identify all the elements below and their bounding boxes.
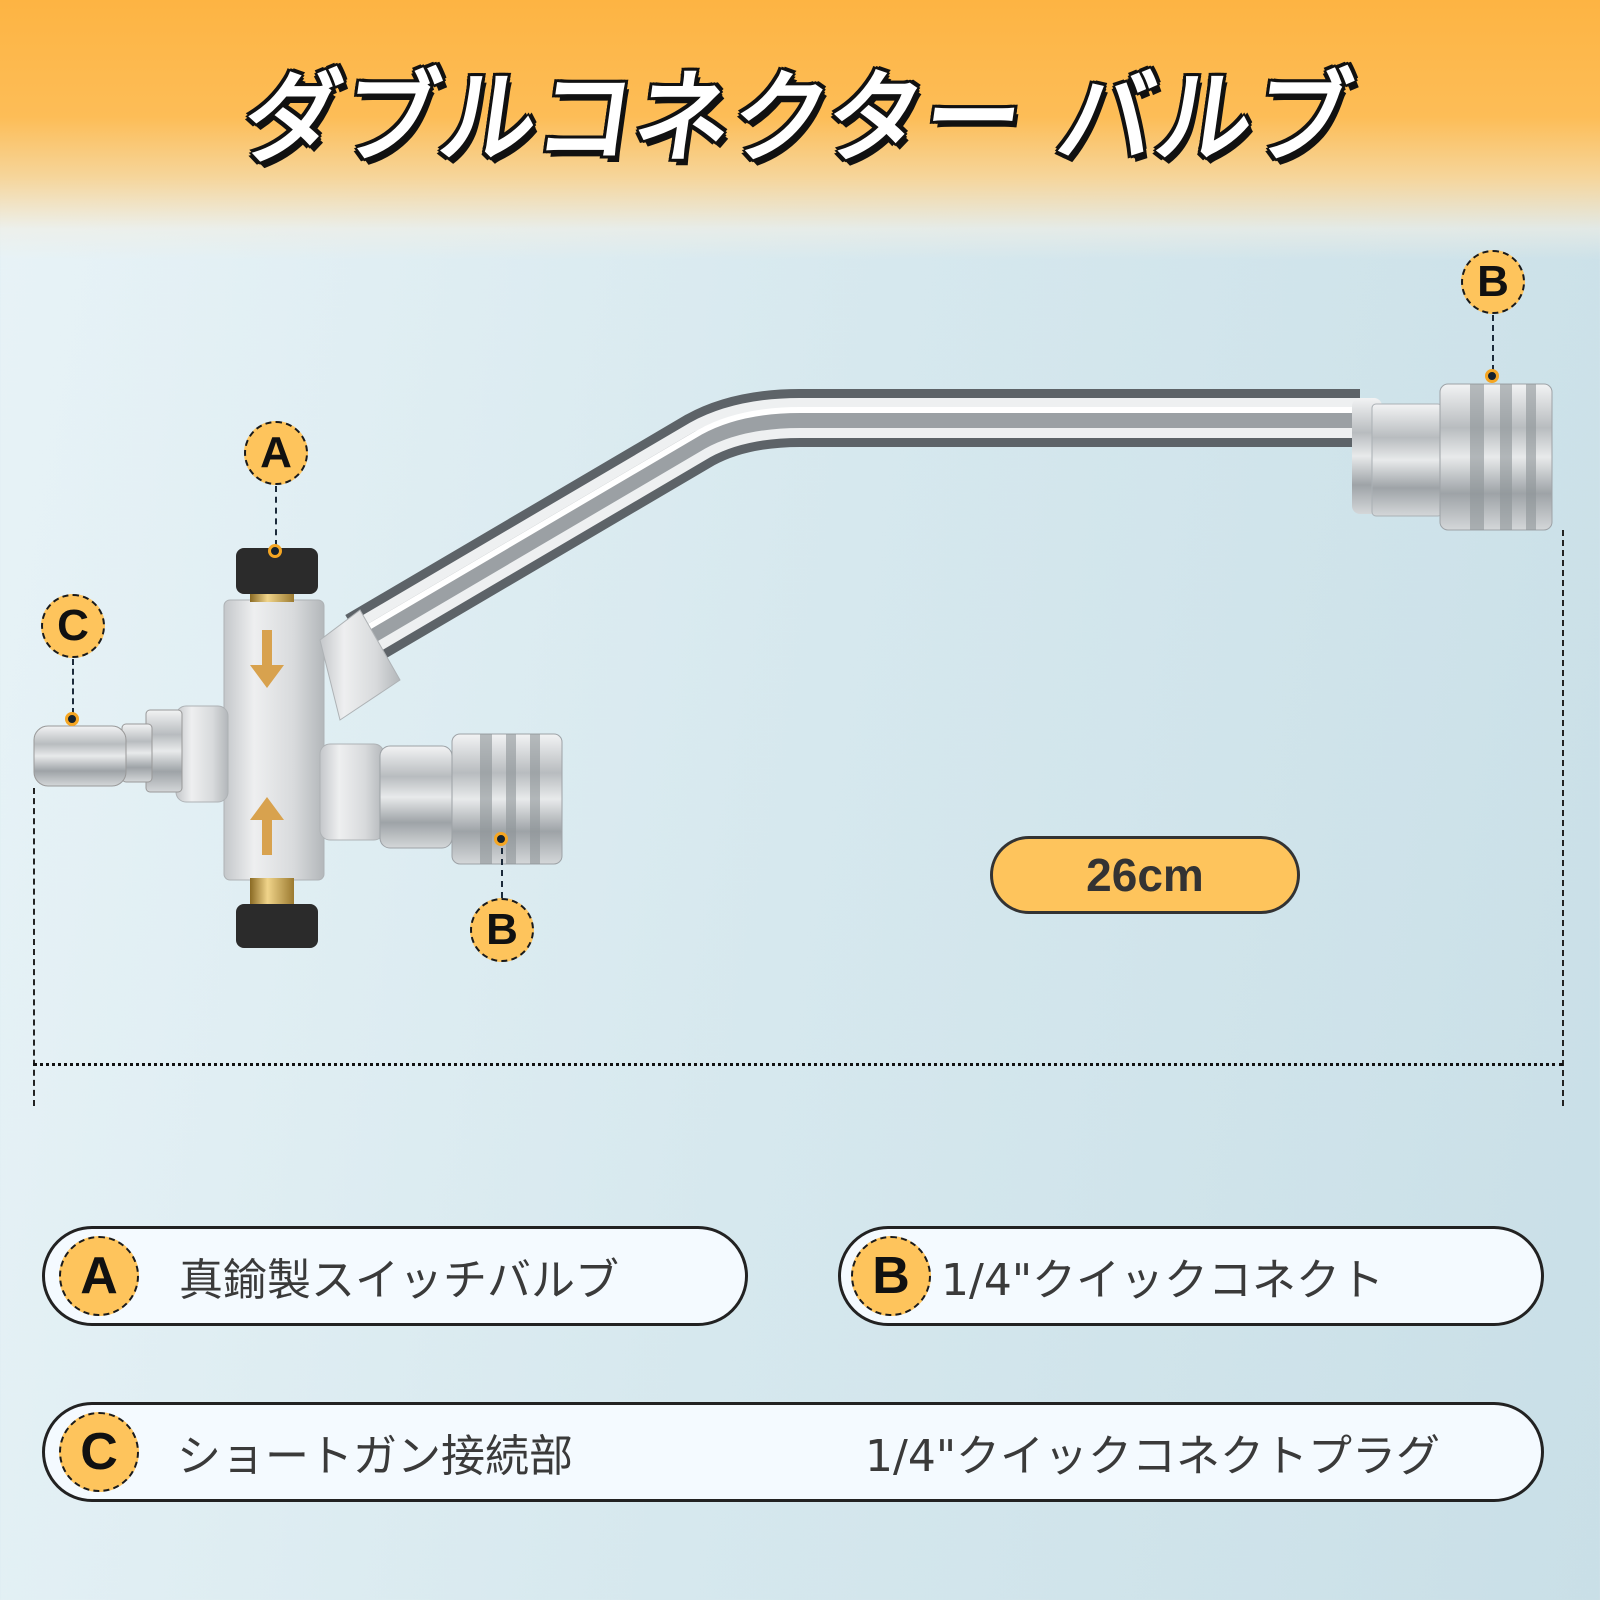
- callout-c-leader: [72, 659, 74, 714]
- legend-item-c: C ショートガン接続部 1/4"クイックコネクトプラグ: [42, 1402, 1544, 1502]
- callout-b-top-leader: [1492, 315, 1494, 371]
- callout-a-dot: [268, 544, 282, 558]
- header-band: [0, 0, 1600, 260]
- legend-a-badge: A: [59, 1236, 139, 1316]
- double-connector-valve-image: [33, 383, 1553, 948]
- callout-a-badge: A: [244, 421, 308, 485]
- legend-item-a: A 真鍮製スイッチバルブ: [42, 1226, 748, 1326]
- length-label: 26cm: [990, 836, 1300, 914]
- legend-c-detail: 1/4"クイックコネクトプラグ: [865, 1431, 1441, 1482]
- callout-c-badge: C: [41, 594, 105, 658]
- callout-b-top-badge: B: [1461, 250, 1525, 314]
- dimension-left-guide: [33, 788, 35, 1106]
- callout-c-dot: [65, 712, 79, 726]
- legend-item-b: B 1/4"クイックコネクト: [838, 1226, 1544, 1326]
- legend-c-badge: C: [59, 1412, 139, 1492]
- legend-b-badge: B: [851, 1236, 931, 1316]
- dimension-line: [33, 1063, 1563, 1066]
- dimension-right-guide: [1562, 530, 1564, 1106]
- legend-b-label: 1/4"クイックコネクト: [941, 1255, 1385, 1306]
- legend-a-label: 真鍮製スイッチバルブ: [179, 1255, 619, 1306]
- callout-b-top-dot: [1485, 369, 1499, 383]
- callout-a-leader: [275, 486, 277, 546]
- callout-b-mid-leader: [501, 848, 503, 898]
- callout-b-mid-dot: [494, 832, 508, 846]
- legend-c-label: ショートガン接続部: [177, 1431, 573, 1482]
- callout-b-mid-badge: B: [470, 898, 534, 962]
